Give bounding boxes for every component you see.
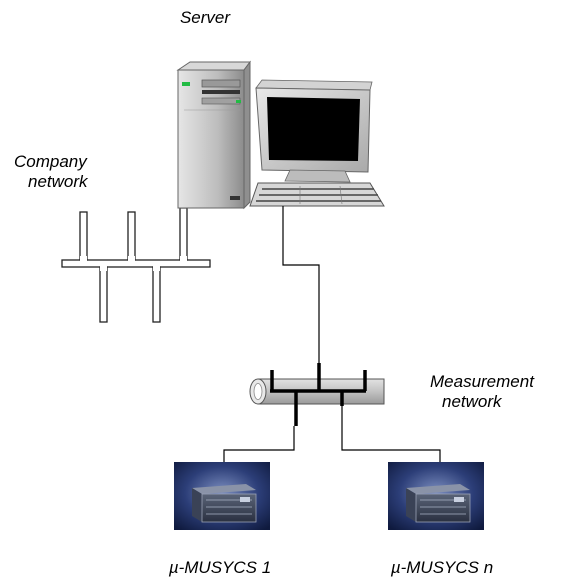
server-label: Server xyxy=(179,8,231,27)
measurement-network-bus xyxy=(249,363,385,426)
company-network-label: Company network xyxy=(14,152,88,192)
company-network-bus xyxy=(61,207,211,323)
server-cable xyxy=(282,206,320,365)
measurement-network-label-line1: Measurement xyxy=(430,372,534,391)
device-n-label: µ-MUSYCS n xyxy=(390,558,494,577)
keyboard-icon xyxy=(249,182,385,207)
server-tower-icon xyxy=(176,60,251,210)
company-network-label-line1: Company xyxy=(14,152,87,171)
measurement-network-label: Measurement network xyxy=(430,372,534,412)
device-1-cable xyxy=(223,426,295,462)
device-1-icon xyxy=(174,462,270,530)
company-network-label-line2: network xyxy=(28,172,88,191)
device-1-label: µ-MUSYCS 1 xyxy=(168,558,272,577)
device-n-icon xyxy=(388,462,484,530)
crt-monitor-icon xyxy=(255,79,373,183)
device-n-cable xyxy=(341,406,441,462)
measurement-network-label-line2: network xyxy=(442,392,502,411)
